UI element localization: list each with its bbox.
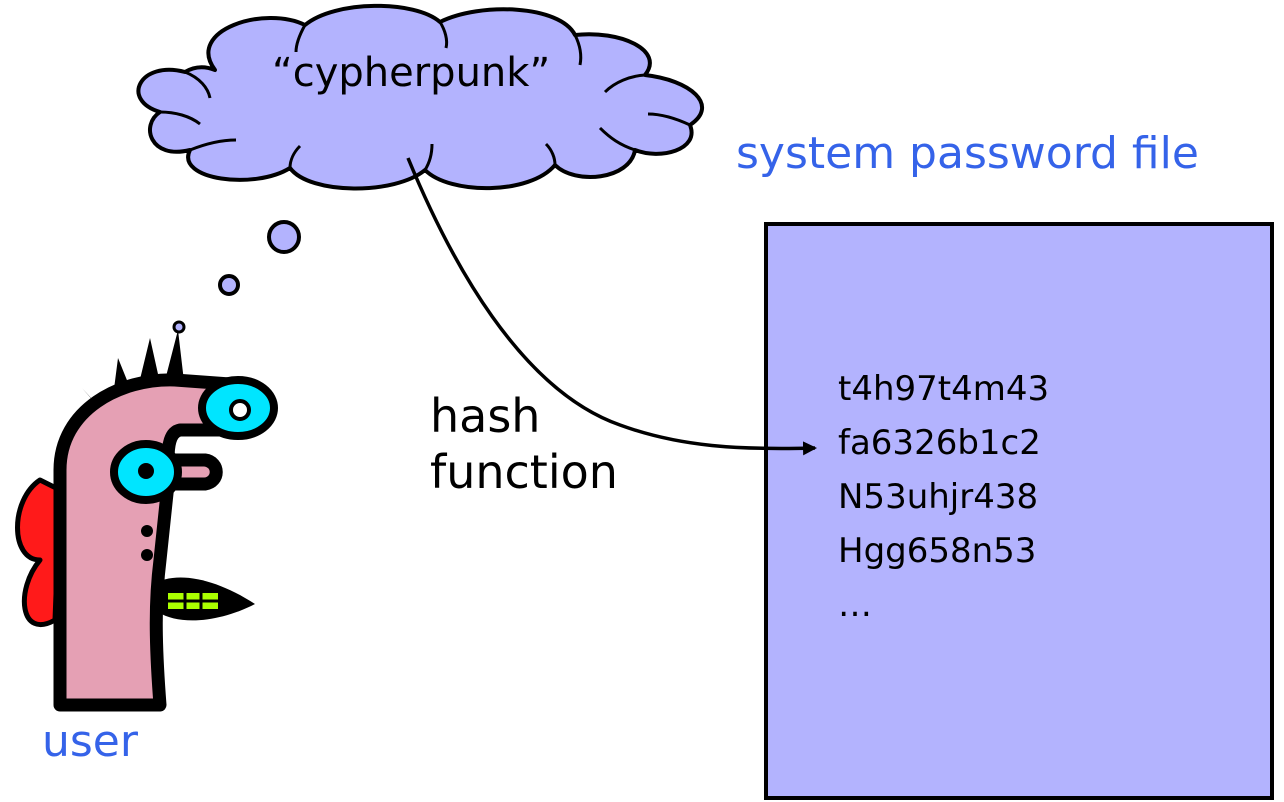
eye-bottom <box>110 440 182 504</box>
dot-1 <box>141 525 153 537</box>
password-file-title: system password file <box>736 128 1199 179</box>
dot-2 <box>141 549 153 561</box>
file-entry: … <box>838 585 872 625</box>
user-figure <box>15 330 278 712</box>
ear <box>15 477 63 628</box>
password-file-entries: t4h97t4m43 fa6326b1c2 N53uhjr438 Hgg658n… <box>838 362 1049 632</box>
user-label: user <box>42 716 138 767</box>
hash-label-line2: function <box>430 445 618 499</box>
hash-arrow <box>406 157 817 456</box>
file-entry: Hgg658n53 <box>838 531 1037 571</box>
hash-function-label: hash function <box>430 388 618 500</box>
thought-bubble-large <box>267 220 301 254</box>
eye-top <box>198 376 278 440</box>
mouth <box>152 577 255 621</box>
thought-bubble-small <box>172 320 186 334</box>
password-file-box <box>764 222 1274 800</box>
thought-text: “cypherpunk” <box>272 50 551 96</box>
thought-bubble-medium <box>218 274 240 296</box>
file-entry: fa6326b1c2 <box>838 423 1041 463</box>
hash-label-line1: hash <box>430 389 541 443</box>
thought-bubbles <box>172 220 301 334</box>
file-entry: t4h97t4m43 <box>838 369 1050 409</box>
file-entry: N53uhjr438 <box>838 477 1039 517</box>
head-body <box>53 373 237 712</box>
thought-cloud <box>136 3 705 191</box>
